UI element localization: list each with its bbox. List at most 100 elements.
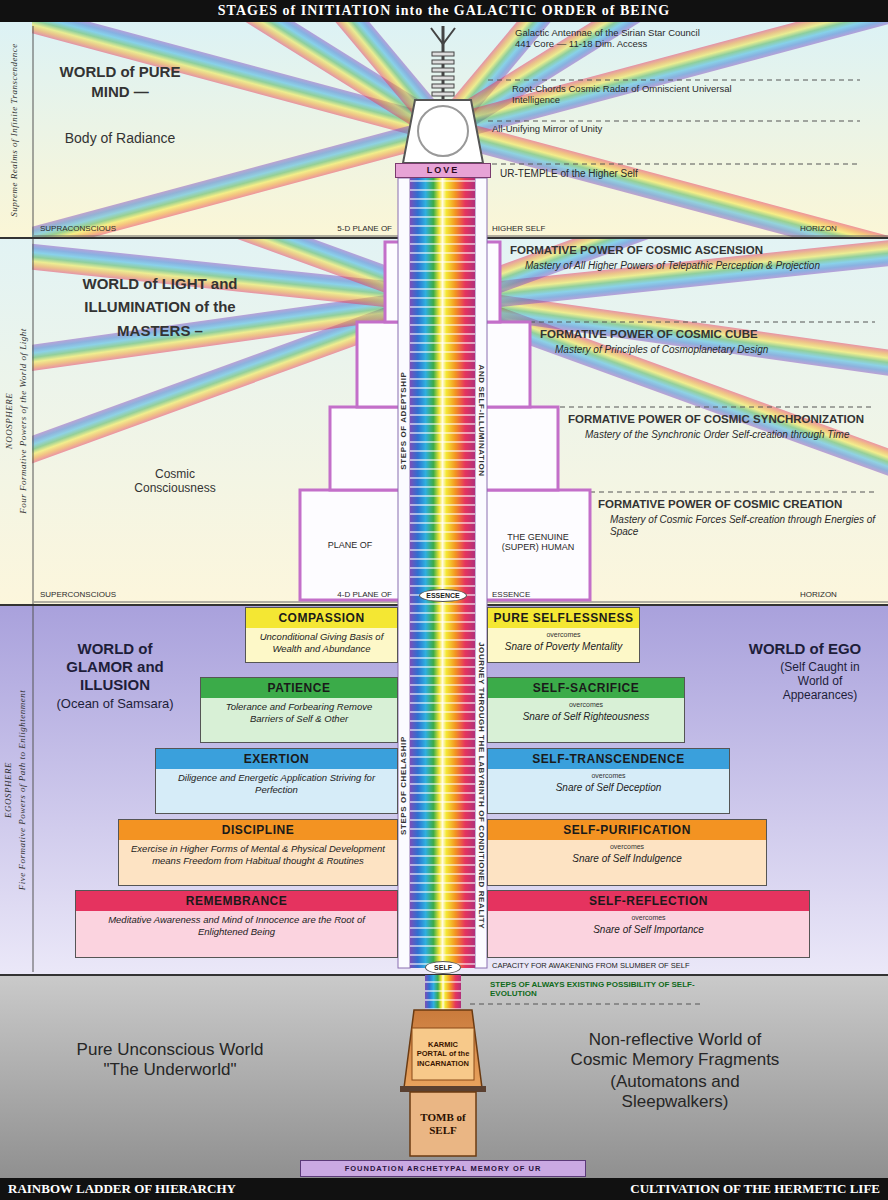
title: STAGES of INITIATION into the GALACTIC O… xyxy=(0,3,888,18)
step-heading: SELF-TRANSCENDENCE xyxy=(488,749,729,769)
dashed-rule xyxy=(488,121,860,122)
virtue-step: PATIENCETolerance and Forbearing Remove … xyxy=(200,677,398,743)
step-snare: Snare of Self Righteousness xyxy=(488,710,684,724)
power-mastery: Mastery of Principles of Cosmoplanetary … xyxy=(555,344,875,356)
step-heading: REMEMBRANCE xyxy=(76,891,397,911)
world-heading: WORLD of PURE MIND — xyxy=(45,62,195,101)
unity-mirror xyxy=(418,106,468,156)
rainbow-column xyxy=(410,178,475,968)
tier-label: THE GENUINE (SUPER) HUMAN xyxy=(490,532,586,553)
awakening-note: CAPACITY FOR AWAKENING FROM SLUMBER OF S… xyxy=(492,962,822,971)
pedestal xyxy=(400,1086,486,1092)
karmic-portal: KARMIC PORTAL of the INCARNATION xyxy=(404,1028,482,1080)
step-description: Diligence and Energetic Application Stri… xyxy=(156,769,397,797)
antenna-note: Root-Chords Cosmic Radar of Omniscient U… xyxy=(512,84,762,106)
column-steps xyxy=(410,178,475,968)
world-heading: WORLD of EGO xyxy=(735,640,875,658)
antenna-rings xyxy=(432,52,454,96)
horizon-label: SUPRACONSCIOUS xyxy=(40,224,160,233)
step-heading: PATIENCE xyxy=(201,678,397,698)
column-strip xyxy=(398,178,410,968)
step-connector: overcomes xyxy=(488,911,809,922)
step-description: Tolerance and Forbearing Remove Barriers… xyxy=(201,698,397,726)
step-heading: SELF-REFLECTION xyxy=(488,891,809,911)
ring xyxy=(432,76,454,80)
column-label: STEPS OF CHELASHIP xyxy=(399,615,408,955)
antenna-top xyxy=(431,28,455,44)
antenna-note: All-Unifying Mirror of Unity xyxy=(492,124,612,135)
foundation-slab: FOUNDATION ARCHETYPAL MEMORY OF UR xyxy=(300,1160,586,1177)
footer-label: RAINBOW LADDER OF HIERARCHY xyxy=(8,1182,428,1197)
step-connector: overcomes xyxy=(488,628,639,639)
step-heading: SELF-SACRIFICE xyxy=(488,678,684,698)
dashed-rule xyxy=(492,164,860,165)
tomb-of-self: TOMB of SELF xyxy=(410,1092,476,1156)
horizon-label: 5-D PLANE OF xyxy=(300,224,392,233)
horizon-label: 4-D PLANE OF xyxy=(300,590,392,599)
horizon-label: HORIZON xyxy=(800,590,880,599)
ring xyxy=(432,92,454,96)
rainbow-column xyxy=(425,975,461,1010)
node-text: ESSENCE xyxy=(420,590,466,601)
step-connector: overcomes xyxy=(488,769,729,780)
node-text: KARMIC PORTAL of the INCARNATION xyxy=(415,1040,471,1068)
realm-name: Four Formative Powers of the World of Li… xyxy=(18,243,28,598)
self-oval: SELF xyxy=(425,961,461,974)
node-text: LOVE xyxy=(396,164,490,177)
ring xyxy=(432,68,454,72)
column-label: AND SELF-ILLUMINATION xyxy=(476,255,485,585)
power-mastery: Mastery of Cosmic Forces Self-creation t… xyxy=(610,514,880,537)
horizon-label: SUPERCONSCIOUS xyxy=(40,590,160,599)
dashed-rule xyxy=(488,80,860,81)
love-bar: LOVE xyxy=(395,163,491,178)
ego-step: SELF-TRANSCENDENCEovercomesSnare of Self… xyxy=(487,748,730,814)
antenna-note: Galactic Antennae of the Sirian Star Cou… xyxy=(515,28,705,50)
step-connector: overcomes xyxy=(488,698,684,709)
step-snare: Snare of Self Deception xyxy=(488,781,729,795)
dashed-rule xyxy=(530,322,875,323)
ego-step: PURE SELFLESSNESSovercomesSnare of Pover… xyxy=(487,607,640,663)
dashed-rule xyxy=(560,407,875,408)
underworld-label: (Automatons and Sleepwalkers) xyxy=(600,1072,750,1111)
light-ray xyxy=(439,238,888,312)
step-description: Unconditional Giving Basis of Wealth and… xyxy=(246,628,397,656)
temple-dome xyxy=(403,100,483,163)
power-heading: FORMATIVE POWER OF COSMIC ASCENSION xyxy=(510,244,870,257)
step-snare: Snare of Self Importance xyxy=(488,923,809,937)
title-bar xyxy=(0,0,888,22)
essence-oval: ESSENCE xyxy=(419,589,467,602)
portal-inset xyxy=(412,1028,474,1080)
dashed-rule xyxy=(470,1004,700,1005)
node-text: FOUNDATION ARCHETYPAL MEMORY OF UR xyxy=(301,1161,585,1176)
step-connector: overcomes xyxy=(488,840,766,851)
ego-step: SELF-REFLECTIONovercomesSnare of Self Im… xyxy=(487,890,810,958)
side-rule xyxy=(33,26,34,972)
ego-step: SELF-SACRIFICEovercomesSnare of Self Rig… xyxy=(487,677,685,743)
node-text: TOMB of SELF xyxy=(416,1111,470,1137)
band-ground xyxy=(0,975,888,1180)
footer-label: CULTIVATION OF THE HERMETIC LIFE xyxy=(460,1182,880,1197)
ring xyxy=(432,60,454,64)
step-description: Exercise in Higher Forms of Mental & Phy… xyxy=(119,840,397,868)
realm-name: EGOSPHERE xyxy=(4,610,14,970)
horizon-label: HIGHER SELF xyxy=(492,224,582,233)
footer-bar xyxy=(0,1178,888,1200)
column-strip xyxy=(475,178,487,968)
karmic-portal-shape xyxy=(404,1010,482,1088)
dashed-rule xyxy=(590,492,875,493)
step-heading: DISCIPLINE xyxy=(119,820,397,840)
horizon-label: HORIZON xyxy=(800,224,880,233)
tier-label: PLANE OF xyxy=(305,540,395,550)
virtue-step: COMPASSIONUnconditional Giving Basis of … xyxy=(245,607,398,663)
light-ray xyxy=(440,22,888,143)
ring xyxy=(432,52,454,56)
realm-name: Five Formative Powers of Path to Enlight… xyxy=(18,610,28,970)
dashed-rules xyxy=(470,80,875,1004)
column-label: STEPS OF ADEPTSHIP xyxy=(399,255,408,585)
underworld-label: Pure Unconscious World "The Underworld" xyxy=(70,1040,270,1079)
realm-name: Supreme Realms of Infinite Transcendence xyxy=(10,27,20,233)
world-subtitle: Cosmic Consciousness xyxy=(120,468,230,496)
virtue-step: REMEMBRANCEMeditative Awareness and Mind… xyxy=(75,890,398,958)
step-snare: Snare of Poverty Mentality xyxy=(488,640,639,654)
